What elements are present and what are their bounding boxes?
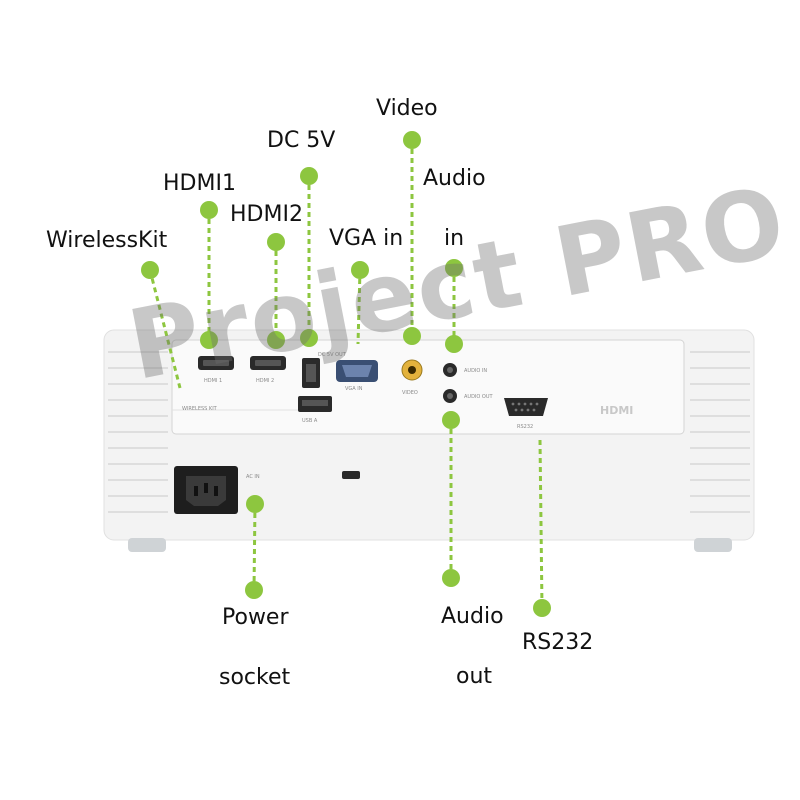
dot-audio-out-bottom: [442, 569, 460, 587]
callout-line-power: [252, 503, 257, 591]
dot-hdmi1-top: [200, 201, 218, 219]
label-hdmi1: HDMI1: [163, 171, 236, 196]
label-rs232: RS232: [522, 630, 594, 655]
dot-wireless-top: [141, 261, 159, 279]
power-socket-icon: AC IN: [174, 466, 260, 514]
dot-hdmi2-top: [267, 233, 285, 251]
audio-in-panel-text: AUDIO IN: [464, 368, 487, 374]
dot-dc5v-port: [300, 329, 318, 347]
wireless-kit-panel-text: WIRELESS KIT: [182, 406, 218, 412]
label-audio-out-line1: Audio: [441, 604, 504, 629]
dc-out-panel-text: DC 5V OUT: [318, 352, 347, 358]
ac-in-panel-text: AC IN: [246, 474, 260, 480]
label-power-line1: Power: [222, 605, 289, 630]
kensington-lock-icon: [342, 471, 360, 479]
callout-lines: [148, 140, 544, 609]
callout-line-rs232: [538, 439, 544, 609]
video-rca-port: VIDEO: [401, 359, 423, 396]
hdmi2-panel-text: HDMI 2: [256, 378, 274, 384]
label-wireless-kit: WirelessKit: [46, 228, 168, 253]
audio-out-jack: AUDIO OUT: [443, 389, 494, 403]
hdmi1-panel-text: HDMI 1: [204, 378, 222, 384]
label-audio-in-line2: in: [444, 226, 465, 251]
video-panel-text: VIDEO: [402, 390, 418, 396]
rs232-port: RS232: [504, 398, 548, 430]
dot-audio-in-top: [445, 259, 463, 277]
label-hdmi2: HDMI2: [230, 202, 303, 227]
usb-a-port: USB A: [298, 396, 332, 424]
usb-a-panel-text: USB A: [302, 418, 318, 424]
audio-in-jack: AUDIO IN: [443, 363, 487, 377]
hdmi2-port: HDMI 2: [250, 356, 286, 384]
dot-audio-in-port: [445, 335, 463, 353]
dot-audio-out-port: [442, 411, 460, 429]
usb-dc-port: DC 5V OUT: [302, 352, 347, 388]
dot-video-top: [403, 131, 421, 149]
label-audio-in-line1: Audio: [423, 166, 486, 191]
callout-line-vga: [356, 269, 362, 345]
label-audio-out-line2: out: [456, 664, 493, 689]
vga-port: VGA IN: [336, 360, 378, 392]
dot-vga-top: [351, 261, 369, 279]
dot-dc5v-top: [300, 167, 318, 185]
hdmi1-port: HDMI 1: [198, 356, 234, 384]
dot-hdmi2-port: [267, 331, 285, 349]
label-dc5v: DC 5V: [267, 128, 336, 153]
dot-power-port: [246, 495, 264, 513]
label-power-line2: socket: [219, 665, 291, 690]
callout-dots: [141, 131, 551, 617]
audio-out-panel-text: AUDIO OUT: [464, 394, 494, 400]
rs232-panel-text: RS232: [517, 424, 533, 430]
hdmi-logo: HDMI: [600, 404, 633, 417]
dot-hdmi1-port: [200, 331, 218, 349]
dot-video-port: [403, 327, 421, 345]
dot-rs232-bottom: [533, 599, 551, 617]
label-vga-in: VGA in: [329, 226, 404, 251]
label-video: Video: [376, 96, 438, 121]
dot-power-bottom: [245, 581, 263, 599]
vga-panel-text: VGA IN: [345, 386, 363, 392]
callout-line-wireless: [148, 269, 182, 389]
